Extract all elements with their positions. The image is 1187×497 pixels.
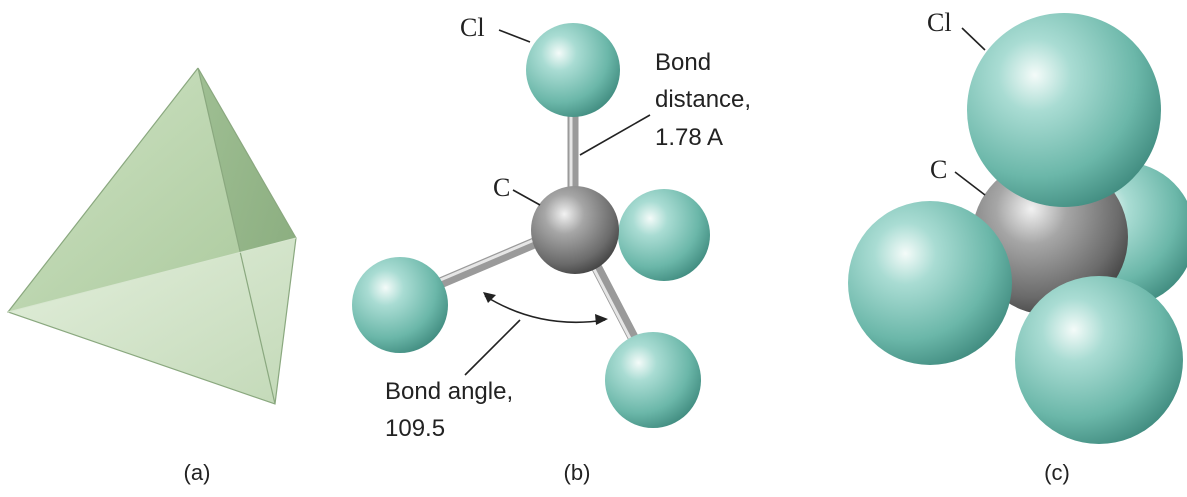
bond-angle-arrowhead-left	[483, 292, 496, 303]
chlorine-leader-line	[498, 29, 531, 43]
bond-angle-label-line2: 109.5	[385, 415, 445, 442]
bond-angle-leader-line	[464, 319, 521, 376]
carbon-atom	[531, 186, 619, 274]
tetrahedron-edges	[7, 67, 297, 405]
carbon-leader-line	[512, 189, 541, 206]
chlorine-leader-line-c	[961, 27, 986, 51]
chlorine-label-c: Cl	[927, 8, 952, 37]
panel-c-caption: (c)	[1044, 460, 1070, 485]
bond-distance-label-line2: distance,	[655, 86, 751, 113]
chlorine-atom-left	[352, 257, 448, 353]
bond-angle-label-line1: Bond angle,	[385, 378, 513, 405]
panel-a-caption: (a)	[184, 460, 211, 485]
chlorine-atom-top-c	[967, 13, 1161, 207]
chlorine-atom-left-c	[848, 201, 1012, 365]
carbon-label-b: C	[493, 173, 510, 202]
panel-b-caption: (b)	[564, 460, 591, 485]
panel-b-ball-and-stick	[352, 23, 710, 428]
chlorine-atom-bottom	[605, 332, 701, 428]
bond-distance-label-line3: 1.78 A	[655, 124, 723, 151]
carbon-leader-line-c	[954, 171, 986, 196]
tetrahedron-bottom-face	[8, 238, 296, 404]
bond-angle-arrowhead-right	[595, 314, 608, 325]
bond-angle-arc	[484, 295, 606, 324]
carbon-label-c: C	[930, 155, 947, 184]
chlorine-atom-top	[526, 23, 620, 117]
chlorine-atom-front-c	[1015, 276, 1183, 444]
bond-distance-label-line1: Bond	[655, 49, 711, 76]
chlorine-atom-right	[618, 189, 710, 281]
tetrahedron-hidden-edge	[7, 237, 297, 313]
bond-distance-leader-line	[579, 114, 651, 156]
panel-a-tetrahedron	[7, 67, 297, 405]
panel-c-space-filling	[848, 13, 1187, 444]
chlorine-label-b: Cl	[460, 13, 485, 42]
